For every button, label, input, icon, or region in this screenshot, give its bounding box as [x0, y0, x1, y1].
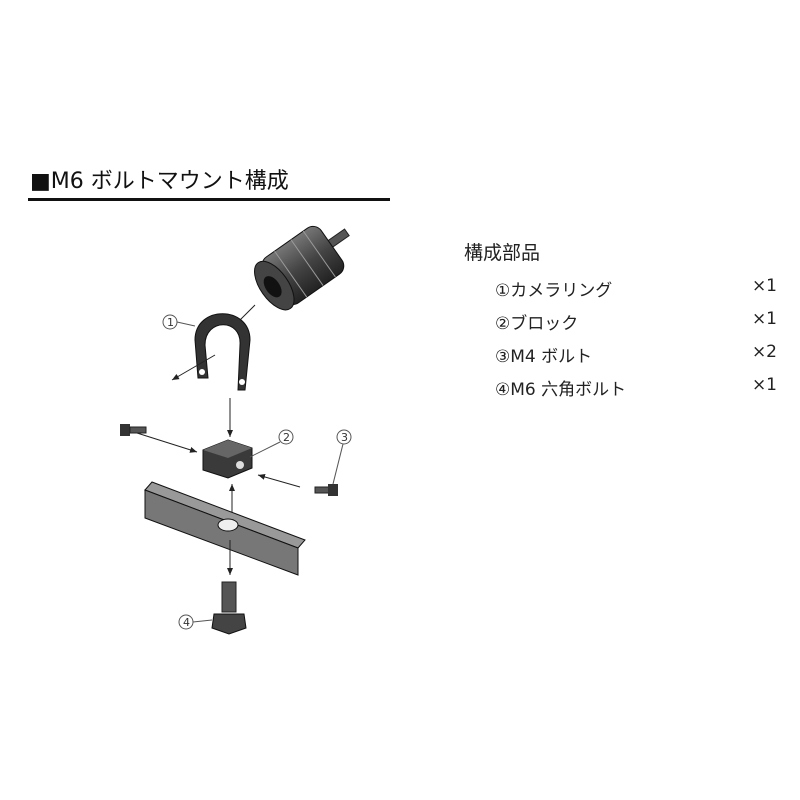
svg-text:2: 2	[283, 431, 290, 444]
svg-text:4: 4	[183, 616, 190, 629]
parts-row: ①カメラリング ×1	[495, 276, 777, 309]
block	[202, 439, 253, 479]
svg-text:1: 1	[167, 316, 174, 329]
m6-hex-bolt	[211, 540, 247, 635]
svg-text:3: 3	[341, 431, 348, 444]
part-qty: ×1	[751, 276, 777, 296]
parts-row: ④M6 六角ボルト ×1	[495, 375, 777, 408]
callout-1: 1	[162, 314, 196, 330]
m4-bolt-right	[314, 484, 338, 496]
callout-3: 3	[332, 429, 352, 485]
parts-row: ②ブロック ×1	[495, 309, 777, 342]
callout-2: 2	[249, 429, 294, 458]
parts-row: ③M4 ボルト ×2	[495, 342, 777, 375]
parts-list: ①カメラリング ×1 ②ブロック ×1 ③M4 ボルト ×2 ④M6 六角ボルト ×1	[495, 276, 777, 408]
part-name: ①カメラリング	[495, 281, 613, 301]
m4-bolt-left	[120, 424, 147, 436]
callout-4: 4	[178, 614, 213, 630]
part-qty: ×1	[751, 375, 777, 395]
part-name: ③M4 ボルト	[495, 347, 593, 367]
part-name: ②ブロック	[495, 314, 579, 334]
part-qty: ×2	[751, 342, 777, 362]
camera-body	[254, 225, 350, 311]
title-underline	[28, 198, 390, 201]
parts-heading: 構成部品	[464, 242, 541, 264]
part-qty: ×1	[751, 309, 777, 329]
camera-ring	[194, 313, 251, 391]
page-title: ■M6 ボルトマウント構成	[30, 169, 289, 194]
mounting-plate	[144, 481, 306, 576]
part-name: ④M6 六角ボルト	[495, 380, 627, 400]
